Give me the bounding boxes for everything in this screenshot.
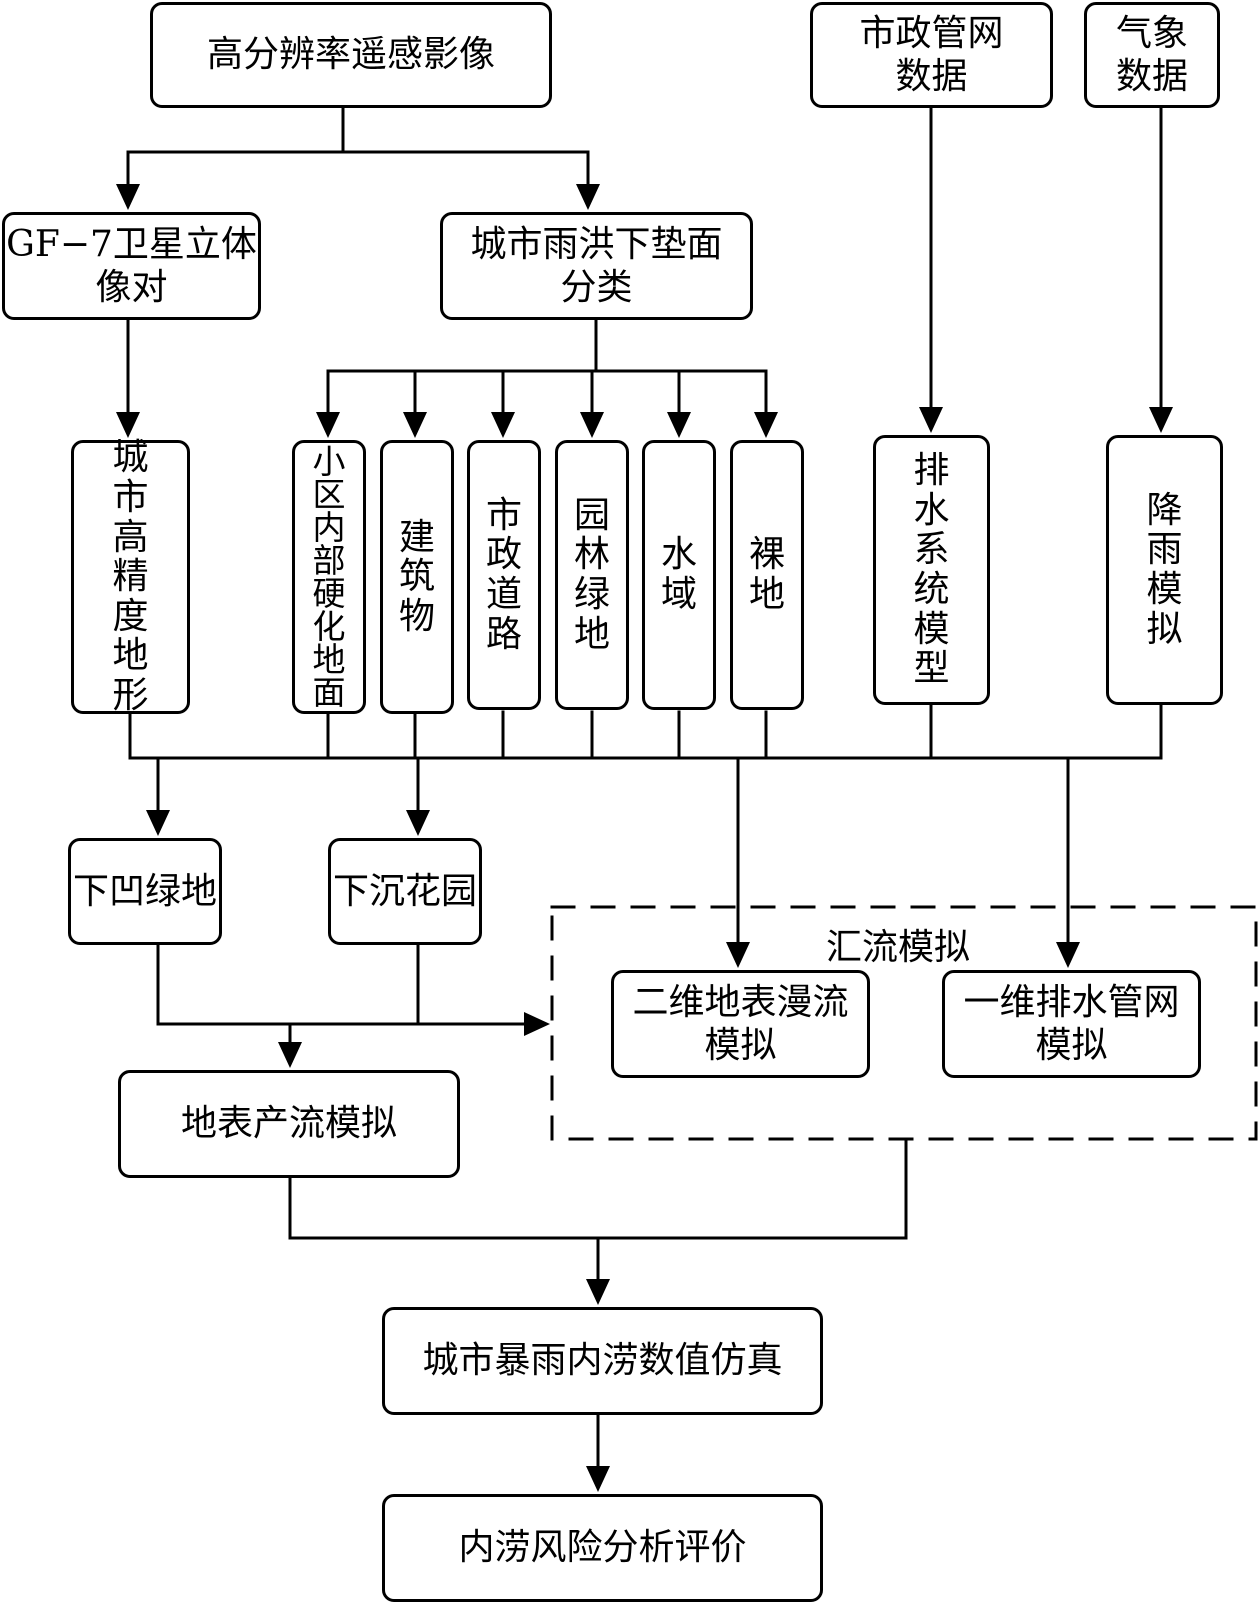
arrowhead-icon <box>116 184 140 210</box>
arrowhead-icon <box>278 1042 302 1068</box>
node-label-char: 绿 <box>573 574 610 615</box>
node-green-space: 园林绿地 <box>555 440 629 710</box>
confluence-group-frame <box>550 905 1258 1141</box>
node-label-char: 降 <box>1146 489 1183 531</box>
node-label-char: 市 <box>112 477 149 519</box>
node-sunken-greenland: 下凹绿地 <box>68 838 222 945</box>
node-label-char: 模 <box>1146 569 1183 610</box>
node-meteorological-data: 气象 数据 <box>1084 2 1220 108</box>
node-label-char: 排 <box>913 450 950 492</box>
node-label-char: 雨 <box>1146 529 1183 571</box>
connector-sunken-merge <box>156 943 527 1062</box>
node-label-char: 道 <box>485 574 522 615</box>
node-label-char: 域 <box>660 574 697 615</box>
arrowhead-icon <box>116 412 140 438</box>
node-label-char: 部 <box>312 541 346 580</box>
arrowhead-icon <box>586 1279 610 1305</box>
arrowhead-icon <box>146 810 170 836</box>
connector-layer-bus <box>128 703 1163 760</box>
node-label: 内涝风险分析评价 <box>458 1527 747 1569</box>
node-label: 市政管网 数据 <box>859 12 1004 97</box>
node-bare-land: 裸地 <box>730 440 804 710</box>
node-label-char: 水 <box>660 534 697 576</box>
node-label-char: 形 <box>112 674 149 716</box>
node-underlying-surface: 城市雨洪下垫面 分类 <box>440 212 753 320</box>
node-label-char: 内 <box>312 508 346 547</box>
node-label-char: 地 <box>312 640 346 679</box>
node-surface-runoff: 地表产流模拟 <box>118 1070 460 1178</box>
node-rainfall-sim: 降雨模拟 <box>1106 435 1223 705</box>
node-water-area: 水域 <box>642 440 716 710</box>
arrowhead-icon <box>316 412 340 438</box>
node-label: 地表产流模拟 <box>180 1103 397 1145</box>
arrowhead-icon <box>1149 407 1173 433</box>
node-label-char: 统 <box>913 569 950 610</box>
node-label-char: 地 <box>573 613 610 655</box>
node-label-char: 硬 <box>312 574 346 613</box>
node-label: GF−7卫星立体 像对 <box>6 223 257 308</box>
node-label: 二维地表漫流 模拟 <box>632 981 849 1066</box>
node-municipal-roads: 市政道路 <box>467 440 541 710</box>
node-community-hardened: 小区内部硬化地面 <box>292 440 366 714</box>
node-label-char: 化 <box>312 607 346 646</box>
arrowhead-icon <box>491 412 515 438</box>
node-label-char: 拟 <box>1146 608 1183 650</box>
node-label-char: 市 <box>485 494 522 536</box>
connector-surface-fanout <box>326 316 768 422</box>
node-label-char: 建 <box>398 516 435 558</box>
node-label-char: 路 <box>485 613 522 655</box>
node-label-char: 区 <box>312 475 346 514</box>
node-label-char: 高 <box>112 516 149 558</box>
node-label: 下沉花园 <box>332 870 477 912</box>
node-buildings: 建筑物 <box>380 440 454 714</box>
node-drainage-model: 排水系统模型 <box>873 435 990 705</box>
node-label-char: 园 <box>573 494 610 536</box>
node-sunken-garden: 下沉花园 <box>328 838 482 945</box>
node-label: 高分辨率遥感影像 <box>206 34 495 76</box>
node-label-char: 地 <box>748 574 785 615</box>
node-label-char: 裸 <box>748 534 785 576</box>
arrowhead-icon <box>586 1466 610 1492</box>
node-hr-imagery: 高分辨率遥感影像 <box>150 2 552 108</box>
node-label: 城市暴雨内涝数值仿真 <box>422 1340 783 1382</box>
node-label-char: 城 <box>112 437 149 479</box>
arrowhead-icon <box>524 1012 550 1036</box>
node-label-char: 水 <box>913 489 950 531</box>
node-label-char: 面 <box>312 673 346 712</box>
node-label-char: 模 <box>913 608 950 650</box>
arrowhead-icon <box>754 412 778 438</box>
arrowhead-icon <box>726 942 750 968</box>
arrowhead-icon <box>406 810 430 836</box>
node-gf7-stereo: GF−7卫星立体 像对 <box>2 212 261 320</box>
confluence-group-label: 汇流模拟 <box>826 927 971 968</box>
node-label-char: 系 <box>913 529 950 571</box>
node-pipe-1d: 一维排水管网 模拟 <box>942 970 1201 1078</box>
node-label-char: 型 <box>913 648 950 690</box>
node-label-char: 筑 <box>398 556 435 598</box>
arrowhead-icon <box>576 184 600 210</box>
arrowhead-icon <box>919 407 943 433</box>
node-overland-2d: 二维地表漫流 模拟 <box>611 970 870 1078</box>
arrowhead-icon <box>667 412 691 438</box>
arrowhead-icon <box>1056 942 1080 968</box>
node-urban-dem: 城市高精度地形 <box>71 437 190 716</box>
node-label: 一维排水管网 模拟 <box>963 981 1180 1066</box>
node-municipal-pipe-data: 市政管网 数据 <box>810 2 1053 108</box>
arrowhead-icon <box>403 412 427 438</box>
node-label-char: 小 <box>312 442 346 481</box>
connector-imagery-split <box>126 103 590 202</box>
node-risk-eval: 内涝风险分析评价 <box>382 1494 823 1602</box>
node-label: 下凹绿地 <box>72 870 217 912</box>
node-label: 城市雨洪下垫面 分类 <box>470 223 723 308</box>
node-label: 气象 数据 <box>1115 12 1188 97</box>
node-label-char: 林 <box>573 534 610 576</box>
node-label-char: 物 <box>398 595 435 637</box>
node-label-char: 精 <box>112 556 149 598</box>
node-waterlogging-sim: 城市暴雨内涝数值仿真 <box>382 1307 823 1415</box>
node-label-char: 地 <box>112 635 149 677</box>
arrowhead-icon <box>580 412 604 438</box>
node-label-char: 政 <box>485 534 522 576</box>
node-label-char: 度 <box>112 595 149 637</box>
